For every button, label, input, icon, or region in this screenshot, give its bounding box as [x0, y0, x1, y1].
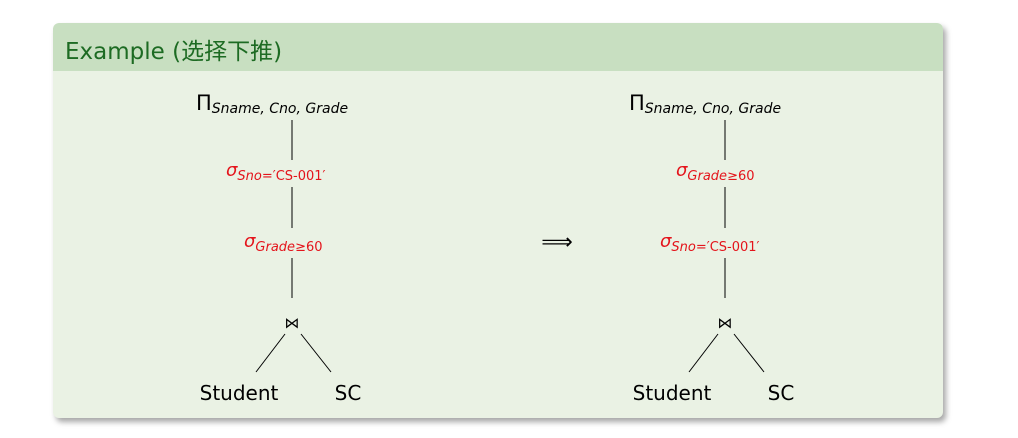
edge [300, 333, 332, 373]
edge [255, 333, 286, 373]
left-tree: ΠSname, Cno, Grade σSno=′CS-001′ σGrade≥… [196, 91, 361, 405]
left-leaf-student: Student [200, 381, 279, 405]
left-projection: ΠSname, Cno, Grade [196, 91, 348, 117]
transform-arrow: ⟹ [541, 230, 573, 255]
left-selection-top: σSno=′CS-001′ [226, 160, 326, 184]
right-tree: ΠSname, Cno, Grade σGrade≥60 σSno=′CS-00… [629, 91, 794, 405]
right-leaf-sc: SC [768, 381, 795, 405]
right-projection: ΠSname, Cno, Grade [629, 91, 781, 117]
edge [733, 333, 765, 373]
right-selection-bottom: σSno=′CS-001′ [660, 231, 760, 255]
example-block: Example (选择下推) [53, 23, 943, 418]
left-leaf-sc: SC [335, 381, 362, 405]
right-join: ⋈ [718, 314, 733, 332]
right-leaf-student: Student [633, 381, 712, 405]
left-join: ⋈ [285, 314, 300, 332]
block-header: Example (选择下推) [53, 23, 943, 71]
right-selection-top: σGrade≥60 [676, 160, 755, 184]
edge [688, 333, 719, 373]
block-title: Example (选择下推) [65, 39, 283, 65]
left-selection-bottom: σGrade≥60 [244, 231, 323, 255]
